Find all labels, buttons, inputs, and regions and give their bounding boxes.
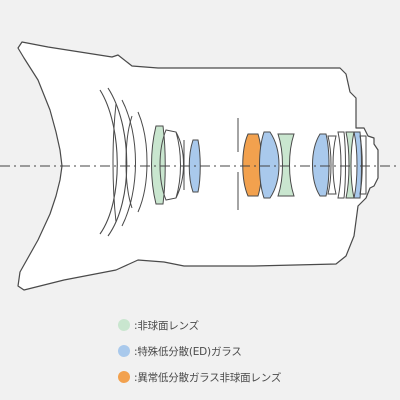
legend-label: :非球面レンズ — [134, 319, 199, 332]
legend-label: :特殊低分散(ED)ガラス — [134, 345, 242, 358]
anomalous-aspherical-dot-icon — [118, 371, 130, 383]
anomalous-aspherical-lens — [242, 133, 263, 197]
rear-group-lens-1 — [327, 135, 337, 195]
ed-glass-dot-icon — [118, 345, 130, 357]
legend-item-ed-glass: :特殊低分散(ED)ガラス — [118, 342, 388, 360]
legend-label: :異常低分散ガラス非球面レンズ — [134, 371, 282, 384]
front-doublet-lens — [159, 129, 185, 201]
legend-item-anomalous-aspherical: :異常低分散ガラス非球面レンズ — [118, 368, 388, 386]
rear-ed-lens — [312, 133, 330, 197]
legend-item-aspherical: :非球面レンズ — [118, 316, 388, 334]
lens-legend: :非球面レンズ :特殊低分散(ED)ガラス :異常低分散ガラス非球面レンズ — [118, 316, 388, 394]
rear-last-lens — [359, 135, 367, 195]
aspherical-dot-icon — [118, 319, 130, 331]
front-group-lens-3 — [125, 111, 148, 213]
front-group-lens-2 — [112, 99, 136, 227]
lens-construction-diagram — [0, 41, 400, 291]
middle-aspherical-lens — [277, 133, 295, 197]
rear-group-lens-2 — [337, 131, 346, 199]
middle-ed-lens — [259, 131, 280, 199]
